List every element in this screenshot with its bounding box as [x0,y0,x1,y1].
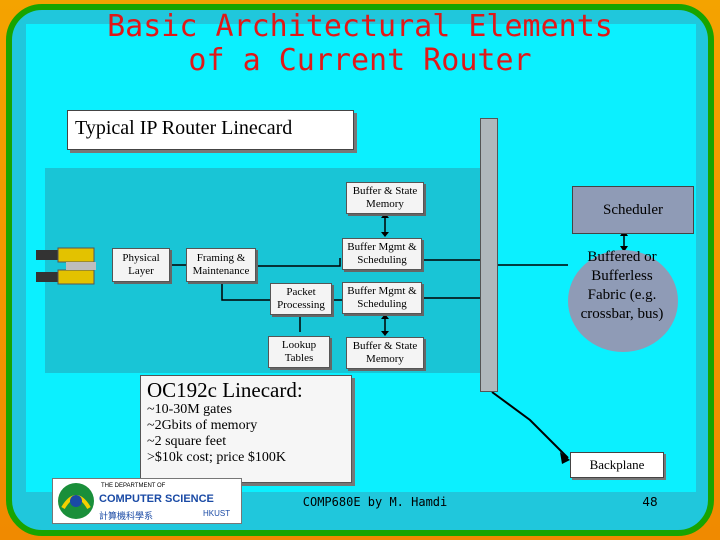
page-number: 48 [642,495,658,509]
buffer-state-memory-bottom: Buffer & State Memory [346,337,424,369]
backplane-label: Backplane [570,452,664,478]
specs-line: >$10k cost; price $100K [147,450,286,465]
slide-title: Basic Architectural Elements of a Curren… [0,10,720,78]
title-line-1: Basic Architectural Elements [107,9,613,44]
buffer-mgmt-top: Buffer Mgmt & Scheduling [342,238,422,270]
specs-line: ~2Gbits of memory [147,418,258,433]
buffer-state-memory-top: Buffer & State Memory [346,182,424,214]
linecard-label: Typical IP Router Linecard [67,110,354,150]
title-line-2: of a Current Router [188,43,532,78]
lookup-tables-block: Lookup Tables [268,336,330,368]
cable-plug-top [36,250,58,260]
packet-processing-block: Packet Processing [270,283,332,315]
logo-line-4: HKUST [203,509,231,518]
logo-line-1: THE DEPARTMENT OF [101,483,166,489]
specs-line: ~2 square feet [147,434,227,449]
framing-block: Framing & Maintenance [186,248,256,282]
hkust-cs-logo: THE DEPARTMENT OF COMPUTER SCIENCE 計算機科學… [52,478,242,524]
buffer-mgmt-bottom: Buffer Mgmt & Scheduling [342,282,422,314]
oc192c-specs: OC192c Linecard: ~10-30M gates ~2Gbits o… [140,375,352,483]
cable-plug-bottom [36,272,58,282]
specs-line: ~10-30M gates [147,402,232,417]
connector-middle [66,262,96,270]
physical-layer-block: Physical Layer [112,248,170,282]
specs-heading: OC192c Linecard: [147,378,303,402]
backplane-bar [480,118,498,392]
scheduler-block: Scheduler [572,186,694,234]
connector-top [57,247,95,263]
logo-emblem-icon [58,483,94,519]
fabric-label: Buffered or Bufferless Fabric (e.g. cros… [580,249,664,322]
logo-line-3: 計算機科學系 [99,511,154,521]
fabric-shape [568,250,678,352]
connector-bottom [57,269,95,285]
footer-text: COMP680E by M. Hamdi [302,495,448,509]
logo-line-2: COMPUTER SCIENCE [99,493,214,505]
